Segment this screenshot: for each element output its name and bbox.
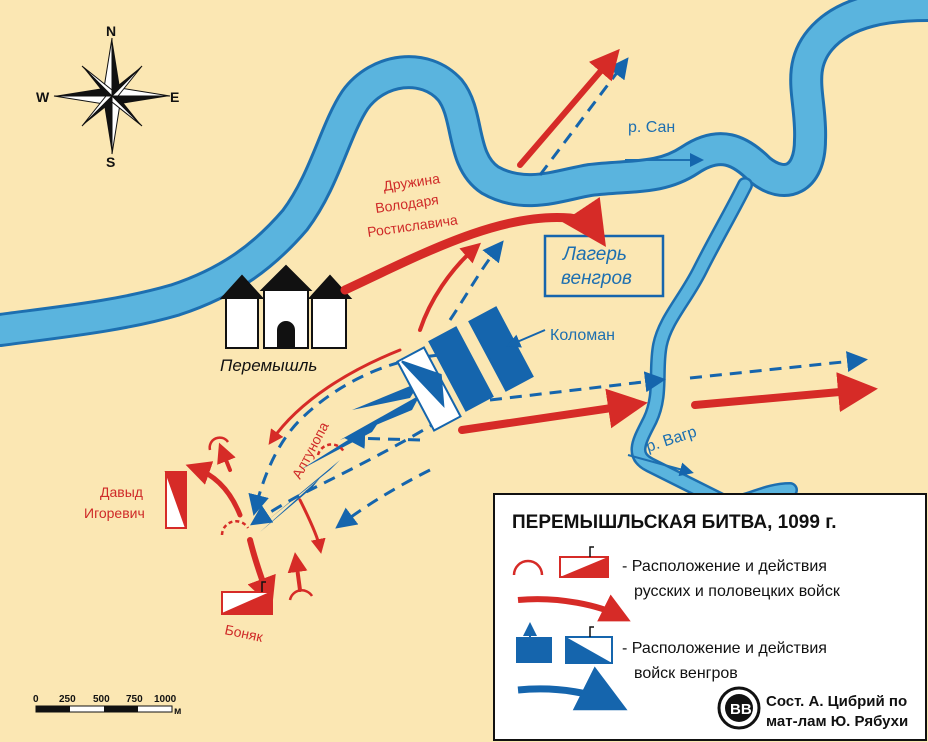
russian-unit-bonyak bbox=[221, 581, 273, 615]
compass-rose bbox=[53, 37, 171, 155]
compass-south: S bbox=[106, 154, 115, 170]
scale-tick-0: 0 bbox=[33, 694, 39, 705]
river-flow-arrow-vagr bbox=[627, 454, 694, 477]
scale-tick-1000: 1000 bbox=[154, 694, 177, 705]
city-label: Перемышль bbox=[220, 356, 317, 375]
druzhina-label-1: Дружина bbox=[382, 170, 441, 194]
publisher-logo: BB bbox=[717, 686, 761, 730]
scale-unit: м bbox=[174, 706, 181, 717]
legend-hungarian-line2: войск венгров bbox=[634, 665, 738, 682]
hungarian-units bbox=[396, 306, 534, 432]
legend-hungarian-symbols bbox=[516, 622, 628, 711]
koloman-pointer bbox=[506, 329, 546, 348]
river-san bbox=[0, 0, 928, 347]
cuman-arc-symbols bbox=[208, 436, 346, 601]
legend-russian-line2: русских и половецких войск bbox=[634, 583, 841, 600]
camp-label-line1: Лагерь bbox=[561, 244, 627, 265]
scale-tick-500: 500 bbox=[93, 694, 110, 705]
map-title: ПЕРЕМЫШЛЬСКАЯ БИТВА, 1099 г. bbox=[512, 512, 837, 533]
compass-north: N bbox=[106, 23, 116, 39]
scale-bar bbox=[35, 705, 173, 713]
legend-russian-symbols bbox=[512, 546, 631, 622]
scale-tick-750: 750 bbox=[126, 694, 143, 705]
hungarian-movements bbox=[248, 57, 868, 529]
credit-line2: мат-лам Ю. Рябухи bbox=[766, 713, 908, 730]
publisher-mark: BB bbox=[730, 701, 752, 718]
legend-hungarian-line1: - Расположение и действия bbox=[622, 640, 827, 657]
camp-label-line2: венгров bbox=[561, 268, 632, 289]
fortress-icon bbox=[219, 264, 353, 349]
david-label-2: Игоревич bbox=[84, 505, 145, 521]
scale-tick-250: 250 bbox=[59, 694, 76, 705]
koloman-label: Коломан bbox=[550, 327, 615, 344]
hungarian-wedges bbox=[260, 382, 420, 532]
legend-box bbox=[493, 493, 927, 741]
david-label-1: Давыд bbox=[100, 484, 143, 500]
legend-russian-line1: - Расположение и действия bbox=[622, 558, 827, 575]
russian-movements bbox=[185, 48, 878, 608]
russian-unit-david bbox=[164, 471, 187, 529]
bonyak-label: Боняк bbox=[223, 621, 265, 645]
river-san-label: р. Сан bbox=[628, 119, 675, 136]
compass-west: W bbox=[36, 89, 50, 105]
compass-east: E bbox=[170, 89, 179, 105]
credit-line1: Сост. А. Цибрий по bbox=[766, 693, 907, 710]
